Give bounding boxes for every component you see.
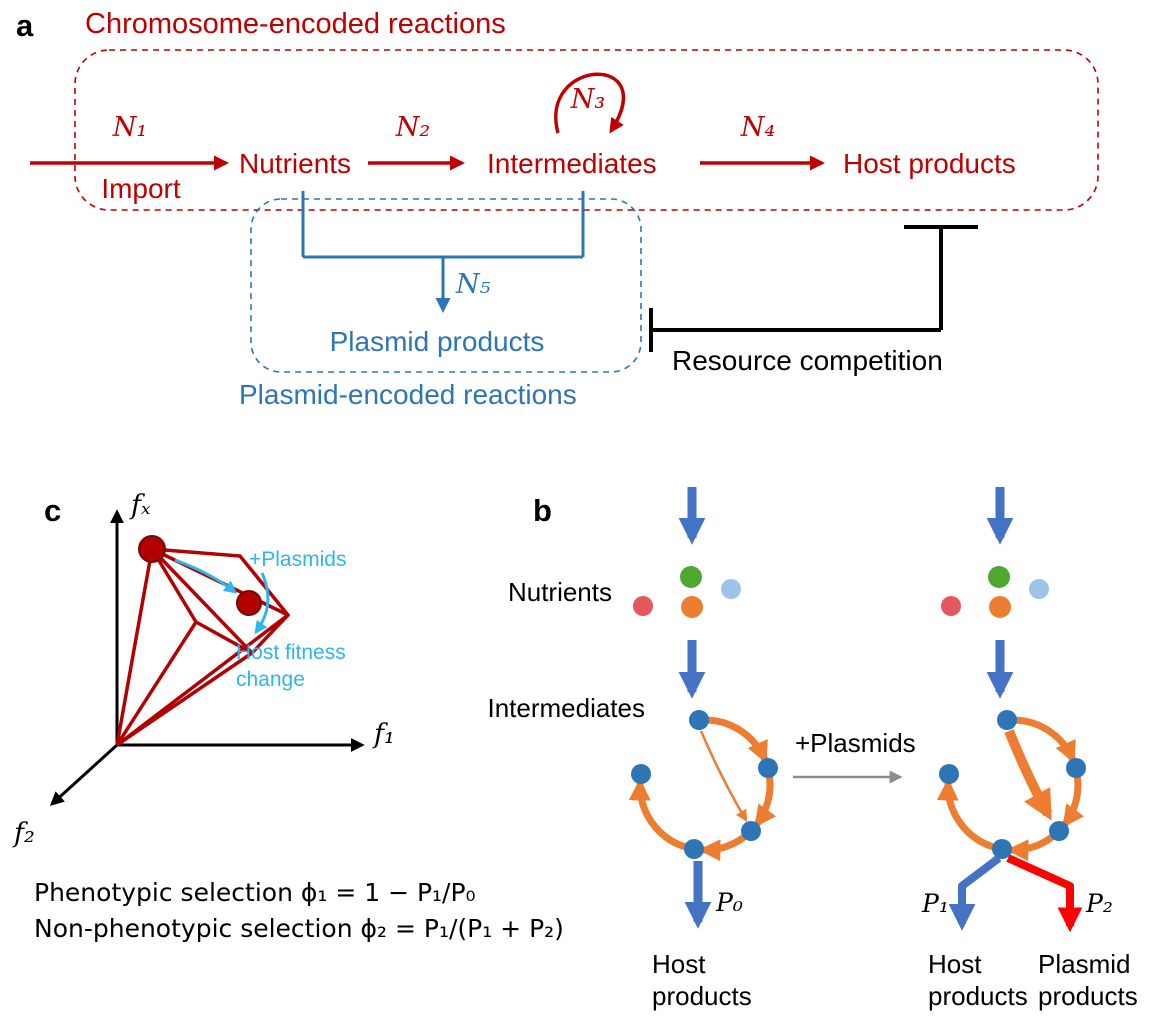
fx-axis-label: fₓ xyxy=(129,490,151,521)
plus-plasmids-label-c: +Plasmids xyxy=(249,548,346,571)
phenotypic-selection-equation: Phenotypic selection ϕ₁ = 1 − P₁/P₀ xyxy=(34,878,476,907)
intermediates-self-loop-arrow xyxy=(554,72,626,134)
host-products-right-line2: products xyxy=(928,981,1028,1011)
node-top-left xyxy=(689,710,709,730)
metabolite-nodes-right xyxy=(939,710,1086,859)
resource-competition-label: Resource competition xyxy=(672,345,943,376)
panel-b: b P₀ Nutri xyxy=(487,487,1138,1011)
panel-c: c fₓ f₁ f₂ +Plasmids Host fitness change… xyxy=(12,490,564,943)
node-right-right xyxy=(1066,758,1086,778)
cycle-arc-2-left xyxy=(754,773,777,828)
panel-a: a Chromosome-encoded reactions N₁ Import… xyxy=(16,8,1099,410)
cycle-arc-3-left xyxy=(698,833,748,862)
node-bottom-right xyxy=(992,839,1012,859)
cycle-shortcut-thin-arrow-left xyxy=(699,730,748,823)
metabolic-cycle-left xyxy=(628,716,777,862)
host-fitness-change-label-line2: change xyxy=(236,668,305,691)
cycle-shortcut-thick-arrow-right xyxy=(1004,729,1053,821)
plus-plasmids-label-b: +Plasmids xyxy=(795,728,916,758)
host-products-label: Host products xyxy=(843,148,1016,179)
nutrient-dot-green-right xyxy=(988,566,1010,588)
nutrient-dot-lightblue-left xyxy=(721,579,741,599)
nutrient-dot-lightblue-right xyxy=(1029,579,1049,599)
node-bottomright-left xyxy=(741,821,761,841)
nutrient-dot-green-left xyxy=(680,566,702,588)
intermediates-label-b: Intermediates xyxy=(487,693,645,723)
resource-competition-inhibition-lines xyxy=(649,225,978,352)
nutrient-dot-orange-right xyxy=(989,596,1011,618)
nutrient-dot-red-right xyxy=(941,596,961,616)
n1-label: N₁ xyxy=(112,112,147,143)
non-phenotypic-selection-equation: Non-phenotypic selection ϕ₂ = P₁/(P₁ + P… xyxy=(34,914,564,943)
intermediates-label: Intermediates xyxy=(487,148,657,179)
node-right-left xyxy=(758,758,778,778)
node-bottomright-right xyxy=(1049,821,1069,841)
n2-label: N₂ xyxy=(395,112,430,143)
cell-with-plasmids: P₁ P₂ Host products Plasmid products xyxy=(921,487,1138,1011)
plasmid-bracket xyxy=(301,191,585,259)
nutrient-dot-red-left xyxy=(633,596,653,616)
cycle-arc-1-right xyxy=(1012,716,1076,764)
fitness-point-without-plasmids xyxy=(138,535,166,563)
f1-axis-label: f₁ xyxy=(372,719,395,750)
node-bottom-left xyxy=(684,839,704,859)
metabolic-cycle-right xyxy=(936,716,1085,862)
p1-label: P₁ xyxy=(921,889,949,918)
p2-outflow-arrow xyxy=(1006,854,1083,933)
polytope-outline xyxy=(148,546,291,656)
chromosome-reactions-title: Chromosome-encoded reactions xyxy=(85,8,506,40)
p0-label: P₀ xyxy=(715,888,743,917)
cycle-arc-2-right xyxy=(1062,773,1085,828)
host-fitness-change-arrow xyxy=(254,572,270,635)
plasmid-reactions-box xyxy=(250,198,642,373)
p1-outflow-arrow xyxy=(948,854,1002,931)
cycle-arc-4-right xyxy=(936,778,996,850)
f2-axis-label: f₂ xyxy=(12,818,35,849)
panel-c-label: c xyxy=(44,493,61,528)
host-fitness-change-label-line1: Host fitness xyxy=(236,641,346,664)
node-left-left xyxy=(631,764,651,784)
metabolite-nodes-left xyxy=(631,710,778,859)
plasmid-products-right-line2: products xyxy=(1038,981,1138,1011)
nutrients-label-b: Nutrients xyxy=(508,577,612,607)
chromosome-reactions-box xyxy=(74,49,1099,211)
n5-label: N₅ xyxy=(455,269,491,300)
cycle-arc-3-right xyxy=(1006,833,1056,862)
host-products-left-line1: Host xyxy=(652,949,706,979)
nutrient-dot-orange-left xyxy=(681,596,703,618)
panel-a-label: a xyxy=(16,8,34,43)
cycle-arc-1-left xyxy=(704,716,768,764)
fitness-point-with-plasmids xyxy=(236,590,262,616)
f2-axis xyxy=(49,743,119,806)
polytope-fan-lines xyxy=(115,548,290,747)
n3-label: N₃ xyxy=(570,84,605,115)
n4-label: N₄ xyxy=(740,112,775,143)
plasmid-products-right-line1: Plasmid xyxy=(1038,949,1130,979)
node-left-right xyxy=(939,764,959,784)
fitness-polytope xyxy=(115,546,291,747)
panel-b-label: b xyxy=(533,493,552,528)
p2-label: P₂ xyxy=(1085,889,1113,918)
node-top-right xyxy=(997,710,1017,730)
host-products-left-line2: products xyxy=(652,981,752,1011)
cycle-arc-4-left xyxy=(628,778,688,850)
plasmid-encoded-reactions-label: Plasmid-encoded reactions xyxy=(239,379,577,410)
host-products-right-line1: Host xyxy=(928,949,982,979)
import-label: Import xyxy=(101,173,181,204)
nutrients-label: Nutrients xyxy=(239,148,351,179)
plus-plasmids-arrow xyxy=(174,558,238,594)
plasmid-products-label: Plasmid products xyxy=(330,326,545,357)
cell-without-plasmids: P₀ Nutrients Intermediates Host products xyxy=(487,487,778,1011)
